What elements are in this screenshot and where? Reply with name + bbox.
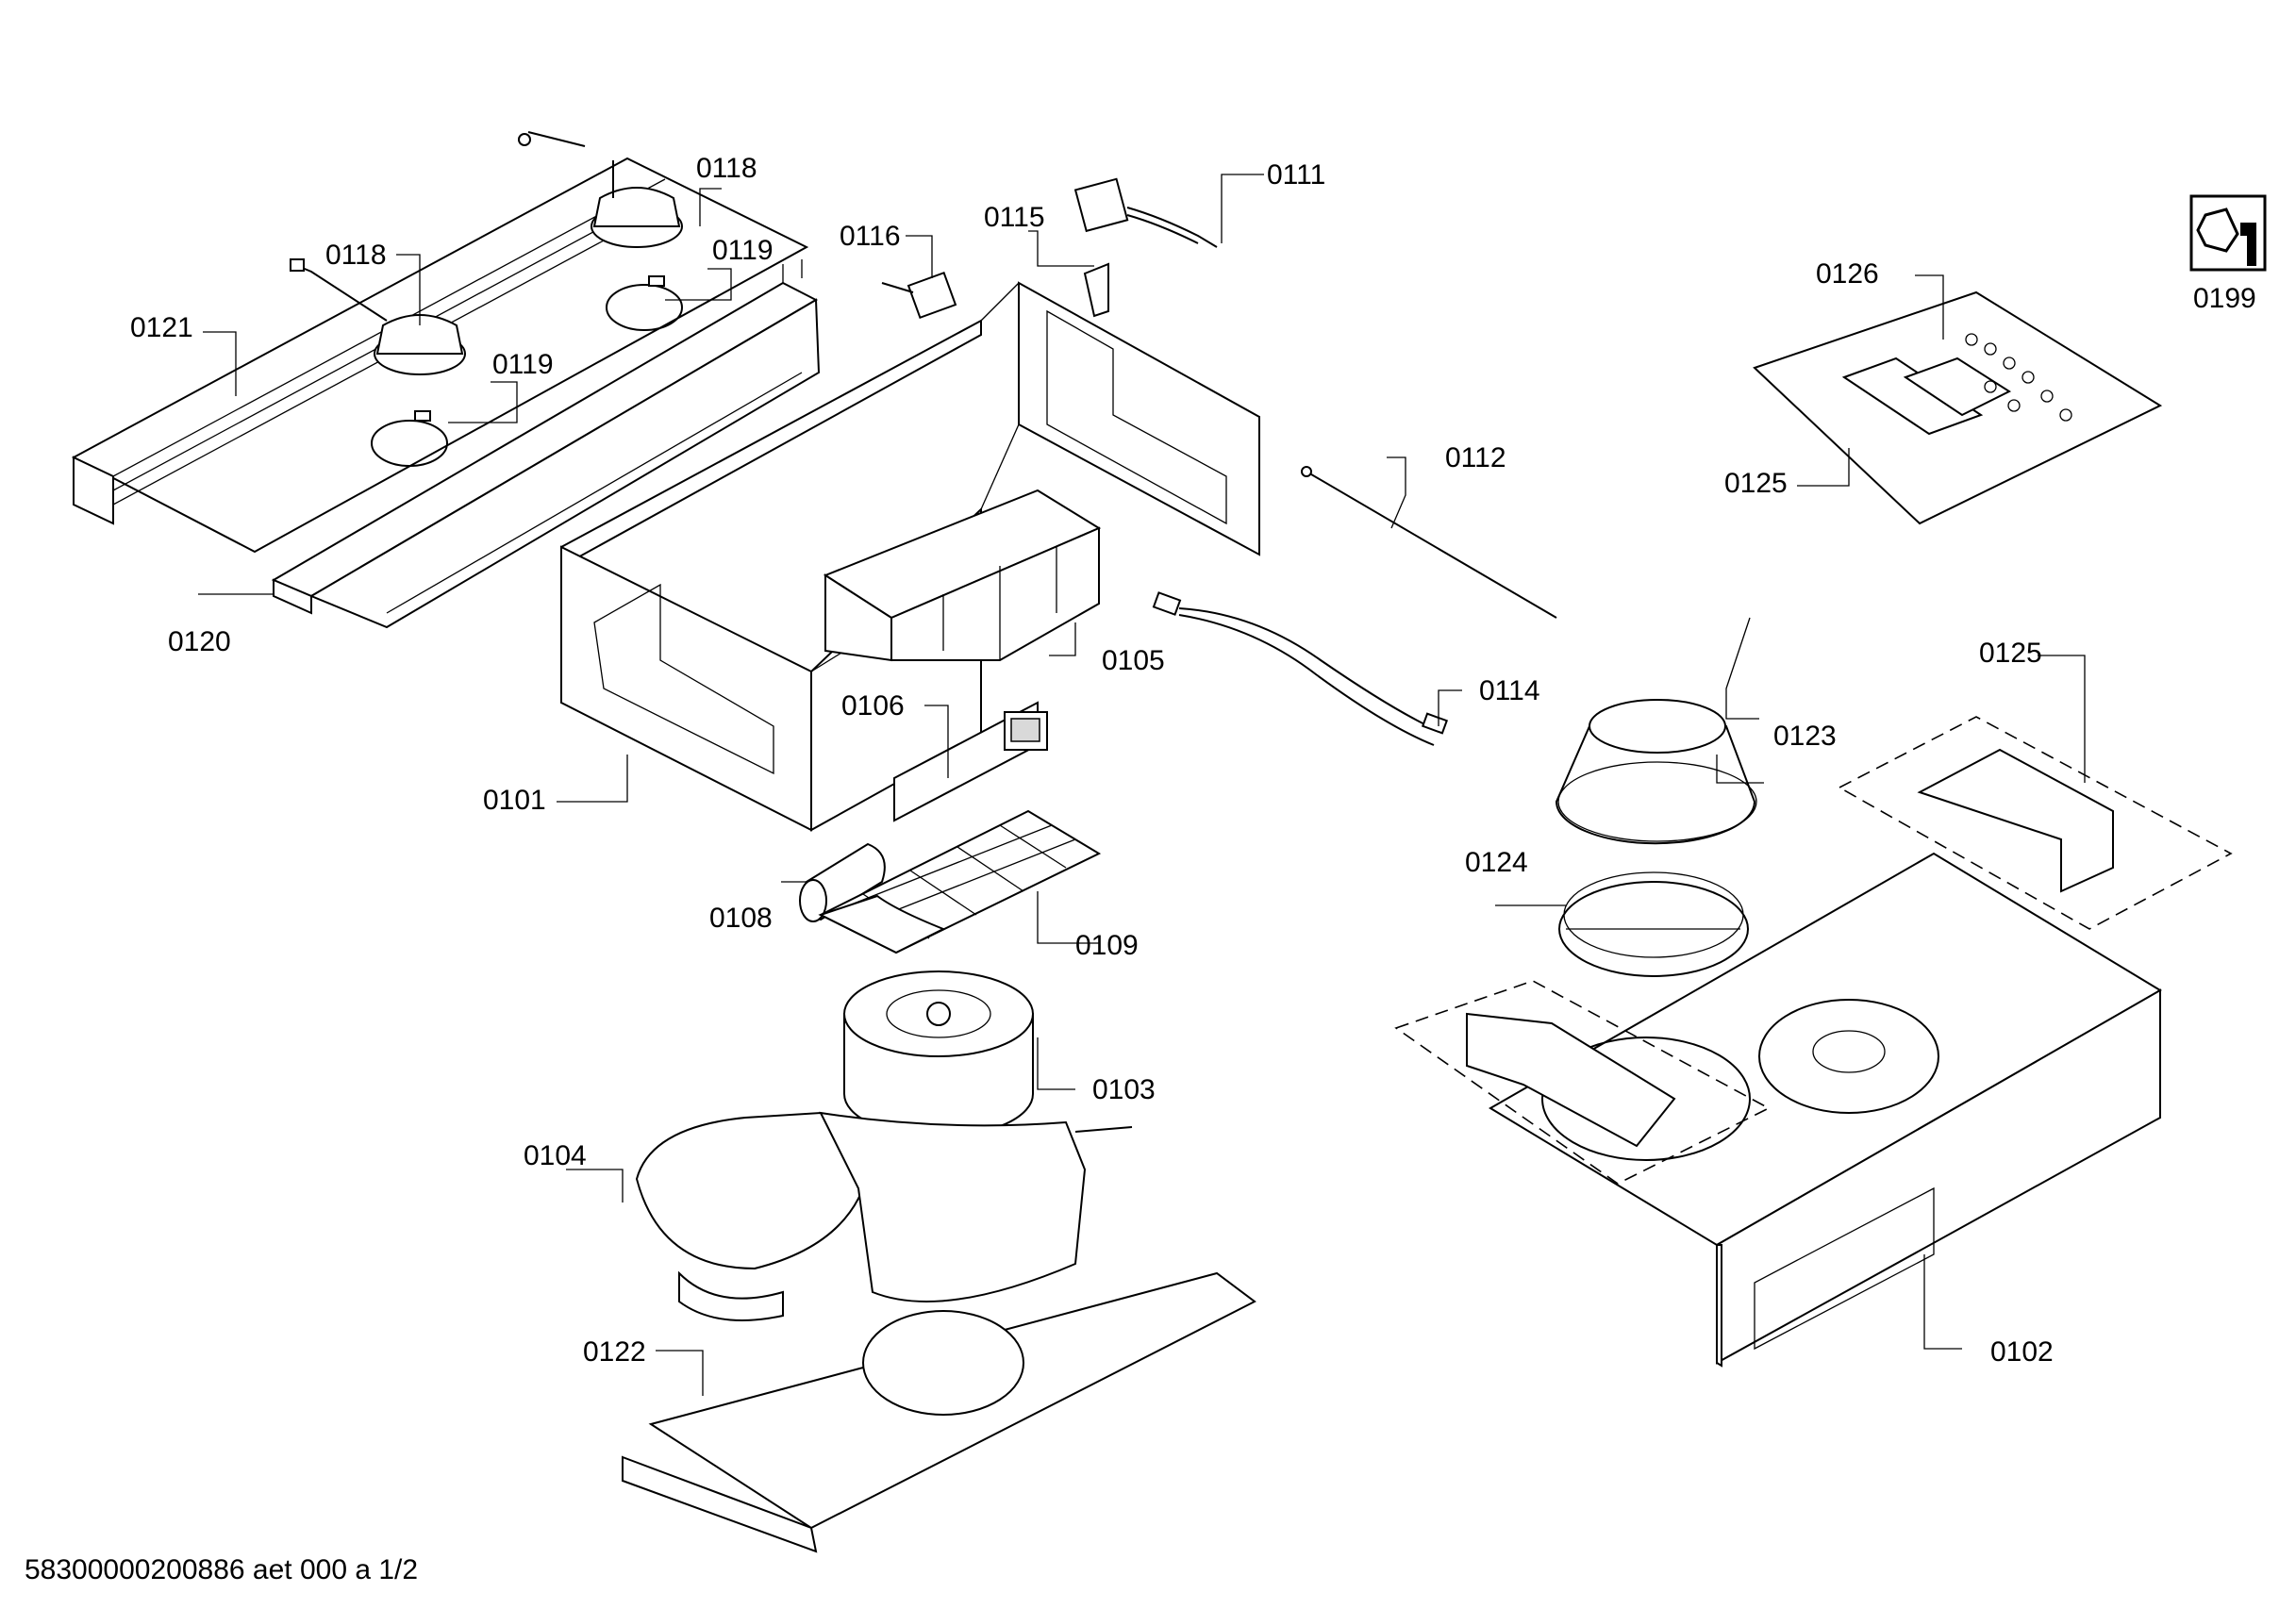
part-0123-duct-collar <box>1555 699 1757 845</box>
part-0111-mains-cable <box>1073 177 1218 248</box>
label-0108: 0108 <box>709 903 773 934</box>
label-0121: 0121 <box>130 312 193 343</box>
part-0122-base-plate <box>622 1271 1256 1553</box>
part-0119-ring-lower <box>371 410 448 467</box>
part-0120-mounting-rail <box>271 259 821 629</box>
part-0116-switch <box>881 271 957 320</box>
label-0126: 0126 <box>1816 258 1879 290</box>
label-0111: 0111 <box>1267 159 1325 191</box>
part-0125-bracket-left <box>1394 980 1771 1185</box>
label-0118-upper: 0118 <box>696 153 757 184</box>
label-0116: 0116 <box>840 221 901 252</box>
document-id: 58300000200886 aet 000 a 1/2 <box>25 1554 419 1585</box>
label-0106: 0106 <box>841 690 905 722</box>
label-0112: 0112 <box>1445 442 1506 473</box>
label-0124: 0124 <box>1465 847 1528 878</box>
label-0104: 0104 <box>524 1140 587 1171</box>
label-0119-upper: 0119 <box>712 235 774 266</box>
part-0119-ring-upper <box>606 275 683 331</box>
part-0115-clip <box>1083 262 1109 318</box>
part-0125-bracket-right <box>1838 716 2233 930</box>
label-0105: 0105 <box>1102 645 1165 676</box>
part-0118-lamp-upper <box>591 160 683 248</box>
label-0119-lower: 0119 <box>492 349 554 380</box>
part-0112-rod <box>1301 466 1557 619</box>
label-0125-bag: 0125 <box>1724 468 1788 499</box>
part-labels: 0118 0118 0119 0119 0121 0120 0101 0116 … <box>130 153 2256 1368</box>
part-0109-grease-filter <box>818 809 1102 954</box>
part-0103-blower-motor <box>843 970 1034 1137</box>
part-0102-outer-housing <box>1489 852 2162 1368</box>
part-0104-fan-housing <box>635 1111 1133 1321</box>
label-0123: 0123 <box>1773 721 1837 752</box>
label-0120: 0120 <box>168 626 231 657</box>
label-0125-right: 0125 <box>1979 638 2042 669</box>
label-0109: 0109 <box>1075 930 1139 961</box>
nut-wrench-icon <box>2189 194 2267 272</box>
part-0124-check-valve <box>1558 871 1749 977</box>
part-0106-control-board <box>893 701 1048 822</box>
label-0103: 0103 <box>1092 1074 1156 1105</box>
part-0118-lamp-lower <box>290 258 466 375</box>
label-0102: 0102 <box>1990 1336 2054 1368</box>
part-0108-capacitor <box>799 842 886 922</box>
label-0115: 0115 <box>984 202 1045 233</box>
label-0101: 0101 <box>483 785 546 816</box>
label-0114: 0114 <box>1479 675 1540 706</box>
part-0105-carrier <box>823 489 1102 662</box>
part-0114-wire-harness <box>1152 591 1449 746</box>
leader-lines <box>198 174 2086 1396</box>
label-0122: 0122 <box>583 1336 646 1368</box>
label-0118-lower: 0118 <box>325 240 387 271</box>
part-0126-accessory-bag <box>1753 290 2163 525</box>
label-0199: 0199 <box>2193 283 2256 314</box>
